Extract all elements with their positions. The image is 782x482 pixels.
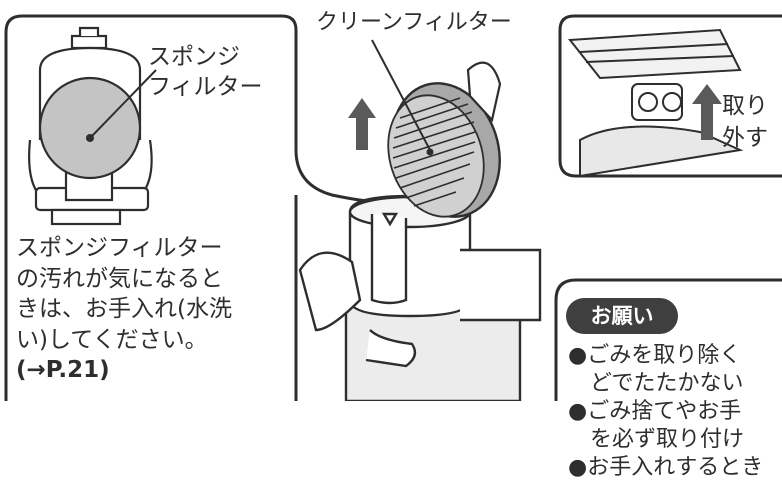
notice-item: ●お手入れするとき <box>568 455 764 480</box>
up-arrow-remove-icon <box>692 84 722 140</box>
instruction-line: の汚れが気になると <box>16 265 223 292</box>
instruction-line: きは、お手入れ(水洗 <box>16 296 232 322</box>
cup-assembly <box>298 194 542 401</box>
instruction-line: い)してください。 <box>16 326 208 353</box>
notice-item: ●ごみを取り除く <box>568 343 742 368</box>
sponge-filter-label: スポンジ フィルター <box>148 42 263 102</box>
instruction-line: スポンジフィルター <box>16 235 223 261</box>
sponge-filter-disc <box>38 76 142 180</box>
sponge-filter-instructions: スポンジフィルター の汚れが気になると きは、お手入れ(水洗 い)してください。… <box>16 233 301 386</box>
manual-illustration <box>4 14 782 401</box>
notice-list: ●ごみを取り除く どでたたかない ●ごみ捨てやお手 を必ず取り付け ●お手入れす… <box>568 342 782 482</box>
top-right-panel-frame <box>558 14 782 178</box>
remove-label-line1: 取り <box>722 93 768 119</box>
clean-filter-label: クリーンフィルター <box>316 10 512 35</box>
up-arrow-icon <box>348 98 376 150</box>
sponge-filter-label-line1: スポンジ <box>148 44 240 70</box>
notice-item: ●ごみ捨てやお手 <box>568 399 742 424</box>
notice-item: を必ず取り付け <box>590 427 745 452</box>
notice-item: どでたたかない <box>590 371 744 396</box>
notice-panel-frame <box>554 278 782 401</box>
sponge-filter-label-line2: フィルター <box>148 74 263 100</box>
remove-label: 取り 外す <box>722 90 768 154</box>
page-reference: (→P.21) <box>16 357 110 383</box>
clean-filter-unit <box>387 61 502 218</box>
remove-label-line2: 外す <box>722 125 768 151</box>
latch-detail <box>568 28 744 178</box>
notice-badge: お願い <box>566 298 678 334</box>
